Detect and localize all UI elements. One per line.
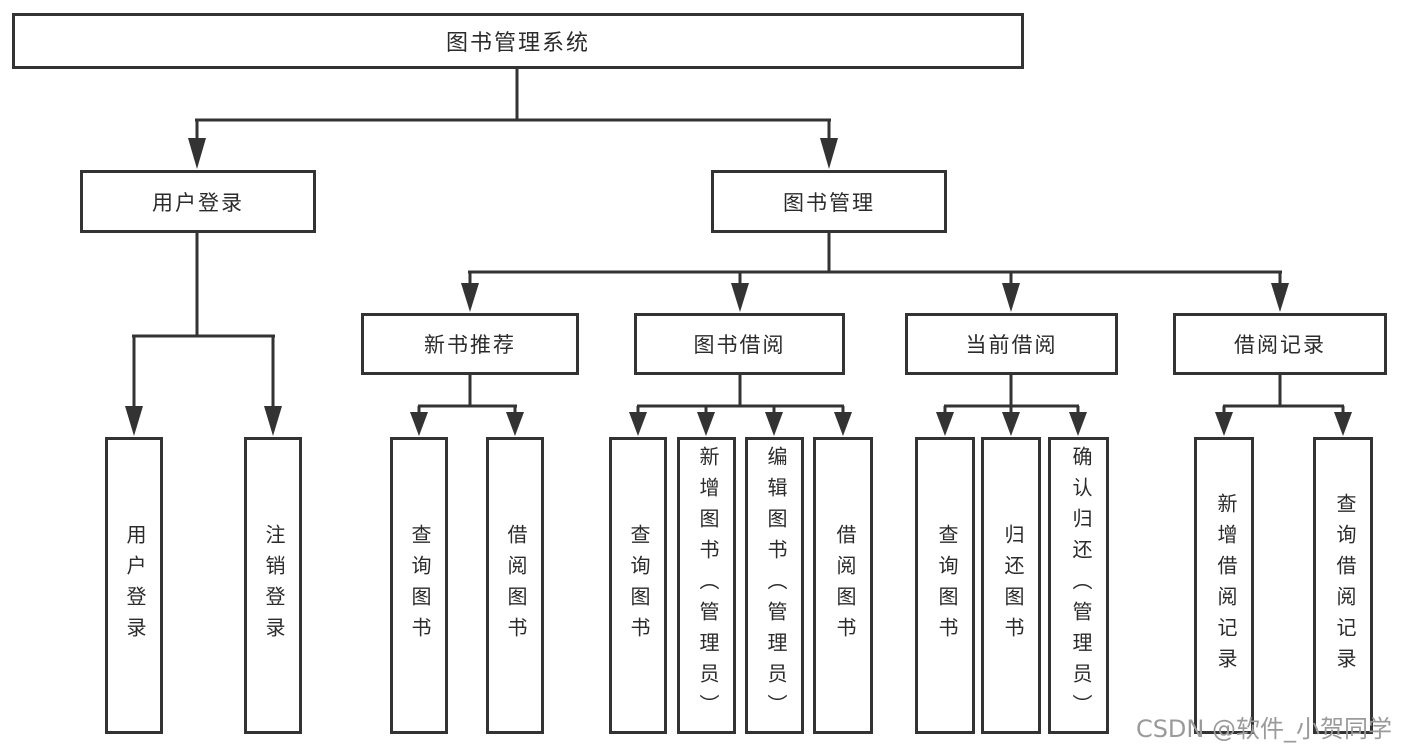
leaf-current-confirm-return-admin: 确认归还（管理员） <box>1048 437 1109 734</box>
leaf-borrow-borrow-books: 借阅图书 <box>813 437 873 734</box>
leaf-newrec-borrow-books: 借阅图书 <box>486 437 544 734</box>
arrow-down-icon <box>765 412 783 436</box>
arrow-down-icon <box>936 412 954 436</box>
arrow-down-icon <box>629 412 647 436</box>
arrow-down-icon <box>834 412 852 436</box>
leaf-borrow-query-books: 查询图书 <box>609 437 667 734</box>
node-current-borrow: 当前借阅 <box>905 313 1118 375</box>
arrow-down-icon <box>697 412 715 436</box>
leaf-user-login: 用户登录 <box>105 437 163 734</box>
arrow-down-icon <box>188 138 206 169</box>
tree-edges <box>132 69 1345 412</box>
arrow-down-icon <box>506 412 524 436</box>
node-root: 图书管理系统 <box>12 13 1024 69</box>
arrow-down-icon <box>1271 283 1289 312</box>
leaf-current-return-books: 归还图书 <box>981 437 1041 734</box>
arrow-down-icon <box>1334 412 1352 436</box>
node-book-management: 图书管理 <box>711 170 947 233</box>
arrow-down-icon <box>461 283 479 312</box>
arrow-down-icon <box>410 412 428 436</box>
leaf-records-add-record: 新增借阅记录 <box>1194 437 1254 734</box>
node-borrow-records: 借阅记录 <box>1173 313 1387 375</box>
leaf-logout: 注销登录 <box>244 437 302 734</box>
leaf-current-query-books: 查询图书 <box>915 437 975 734</box>
arrow-down-icon <box>125 406 143 436</box>
arrow-down-icon <box>1002 412 1020 436</box>
leaf-borrow-add-books-admin: 新增图书（管理员） <box>677 437 736 734</box>
leaf-records-query-record: 查询借阅记录 <box>1313 437 1373 734</box>
arrow-down-icon <box>1002 283 1020 312</box>
arrow-down-icon <box>1215 412 1233 436</box>
leaf-newrec-query-books: 查询图书 <box>390 437 448 734</box>
arrow-down-icon <box>820 138 838 169</box>
node-new-book-recommend: 新书推荐 <box>361 313 579 375</box>
leaf-borrow-edit-books-admin: 编辑图书（管理员） <box>745 437 804 734</box>
node-book-borrow: 图书借阅 <box>634 313 845 375</box>
arrow-down-icon <box>264 406 282 436</box>
arrow-down-icon <box>1069 412 1087 436</box>
connector-arrows <box>125 138 1352 436</box>
arrow-down-icon <box>731 283 749 312</box>
node-user-login: 用户登录 <box>80 170 316 233</box>
